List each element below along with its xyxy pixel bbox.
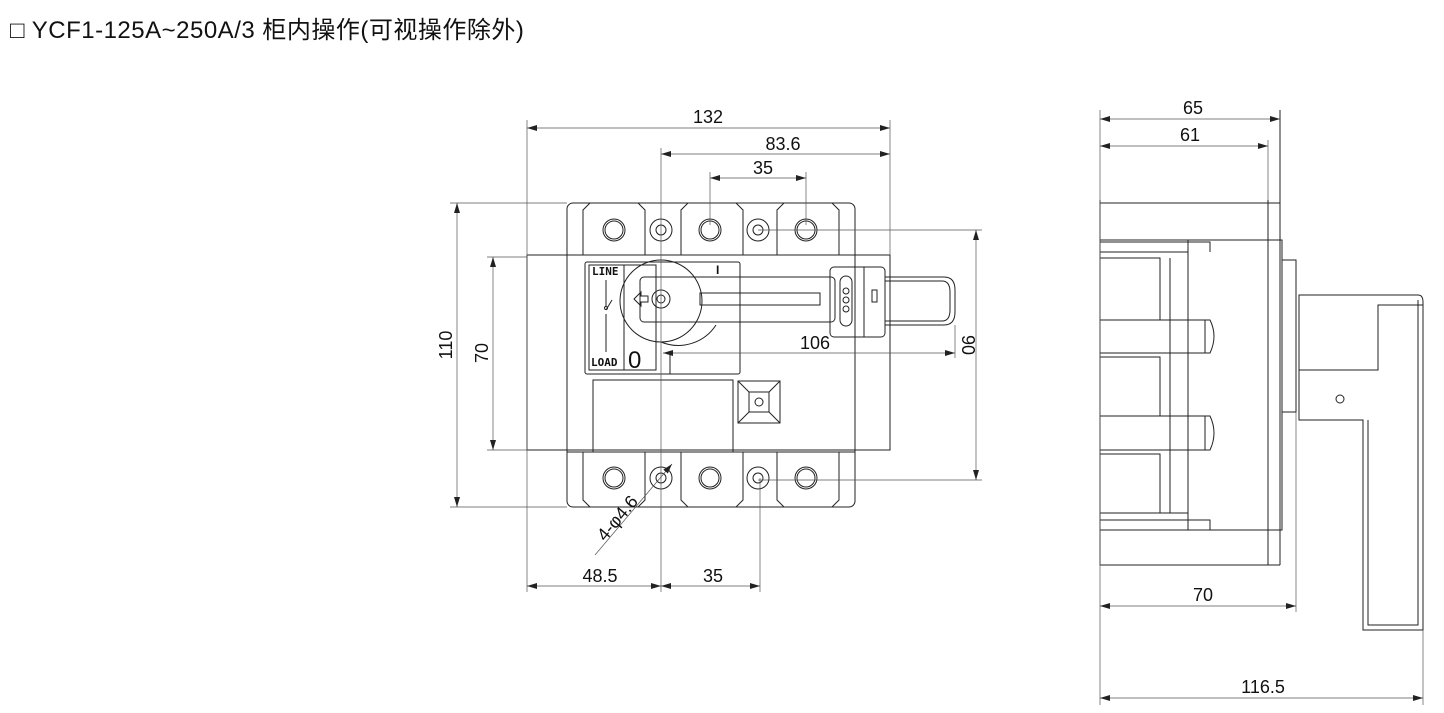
side-dimensions: 65 61 70 116.5 xyxy=(1099,98,1424,705)
dim-depth-body: 70 xyxy=(1193,585,1213,605)
position-on-label: I xyxy=(716,263,719,277)
switch-body xyxy=(566,202,856,508)
lock-slot-icon xyxy=(871,289,878,303)
dim-depth-total: 116.5 xyxy=(1241,677,1285,697)
dim-overall-width: 132 xyxy=(693,107,723,127)
handle-grip xyxy=(885,276,956,326)
collar xyxy=(1281,259,1297,413)
operating-handle[interactable] xyxy=(639,276,836,323)
switch-symbol-icon xyxy=(605,280,613,352)
top-terminals xyxy=(582,202,840,255)
side-terminals xyxy=(1100,241,1215,530)
label-panel xyxy=(584,261,741,375)
mounting-hole xyxy=(746,466,770,490)
dim-depth-outer: 65 xyxy=(1183,98,1203,118)
front-dimensions: 132 83.6 35 106 90 110 70 4-φ4.6 48.5 35 xyxy=(436,107,982,592)
earth-terminal xyxy=(737,380,781,424)
dim-overall-height: 110 xyxy=(436,331,456,360)
dim-handle-length: 106 xyxy=(800,333,830,353)
front-view: LINE LOAD 0 I xyxy=(526,202,956,508)
padlock-collar xyxy=(829,266,886,338)
dim-pole-pitch-bottom: 35 xyxy=(703,566,723,586)
dim-depth-inner: 61 xyxy=(1180,125,1200,145)
position-off-label: 0 xyxy=(628,347,641,374)
dim-handle-offset: 83.6 xyxy=(765,134,800,154)
side-view xyxy=(1099,110,1424,631)
drawing-title: □ YCF1-125A~250A/3 柜内操作(可视操作除外) xyxy=(10,17,525,44)
dim-hole-spec: 4-φ4.6 xyxy=(593,492,642,545)
dim-hole-offset: 48.5 xyxy=(582,566,617,586)
dim-pole-pitch-top: 35 xyxy=(753,158,773,178)
nameplate-area xyxy=(592,379,734,453)
label-line: LINE xyxy=(592,265,619,278)
dim-mount-height: 90 xyxy=(958,335,978,355)
mounting-plate xyxy=(526,254,891,451)
label-load: LOAD xyxy=(591,356,618,369)
dim-body-height: 70 xyxy=(472,343,492,363)
side-handle xyxy=(1298,294,1424,631)
arrow-left-icon xyxy=(633,290,649,308)
